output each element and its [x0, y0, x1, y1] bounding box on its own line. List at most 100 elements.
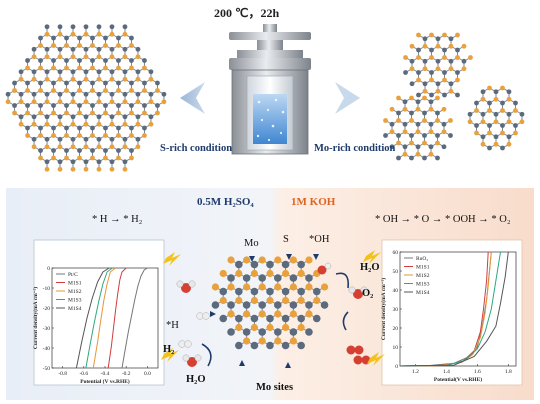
mo-atom [83, 69, 89, 75]
mo-atom [135, 91, 141, 97]
s-atom [103, 65, 108, 71]
s-atom [64, 110, 69, 116]
y-tick-label: -50 [43, 366, 51, 372]
s-atom [64, 155, 69, 161]
s-atom [31, 121, 37, 127]
s-atom [83, 54, 89, 60]
s-atom [90, 43, 95, 48]
mo-atom [38, 103, 43, 108]
mo-atom [480, 111, 486, 117]
s-atom [38, 88, 43, 93]
mo-atom [25, 103, 30, 108]
mo-atom [320, 301, 329, 309]
mo-atom [506, 111, 512, 117]
mo-atom [428, 144, 434, 150]
s-atom [305, 256, 313, 264]
mo-atom [103, 125, 108, 131]
hydrogen-atom [202, 312, 210, 320]
s-atom [487, 108, 492, 113]
s-atom [258, 310, 266, 318]
s-atom [266, 323, 274, 332]
s-atom [31, 54, 37, 60]
legend-label: M1S2 [416, 273, 430, 279]
s-atom [480, 141, 486, 147]
mo-atom [422, 36, 428, 42]
mo-atom [31, 46, 37, 52]
mo-atom [90, 125, 95, 131]
s-atom [441, 129, 447, 135]
mo-atom [235, 314, 243, 323]
mo-atom [416, 92, 421, 98]
mo-atom [70, 46, 76, 52]
s-atom [389, 106, 395, 112]
mo-atom [281, 314, 290, 323]
s-atom [109, 121, 115, 127]
mo-atom [305, 301, 313, 309]
mo-atom [258, 328, 267, 336]
mo-atom [116, 148, 121, 153]
s-atom [274, 283, 282, 291]
mo-atom [38, 148, 43, 153]
s-atom [51, 155, 56, 161]
legend-label: M1S3 [68, 298, 82, 304]
s-atom [122, 76, 128, 82]
s-atom [109, 76, 115, 82]
s-atom [103, 43, 108, 48]
y-tick-label: 0 [47, 266, 50, 272]
s-atom [266, 269, 274, 278]
mo-atom [135, 46, 141, 52]
mo-atom [227, 328, 235, 336]
oxygen-atom [353, 289, 363, 299]
legend-label: M1S4 [416, 290, 430, 296]
mo-atom [305, 274, 313, 282]
s-atom [142, 65, 147, 71]
mo-atom [235, 287, 243, 296]
mo-atom [109, 136, 115, 142]
s-atom [44, 54, 50, 60]
mo-atom [506, 134, 512, 140]
s-atom [383, 118, 388, 123]
s-atom [31, 99, 37, 105]
mo-atom [122, 114, 128, 120]
mo-atom [96, 91, 102, 97]
mo-atom [135, 114, 141, 120]
mo-atom [57, 46, 63, 52]
mo-atom [90, 103, 95, 108]
s-atom [402, 129, 408, 135]
mo-atom [57, 159, 63, 165]
mo-atom [44, 91, 50, 97]
mo-atom [461, 58, 467, 64]
mo-atom [266, 314, 274, 323]
s-atom [57, 76, 63, 82]
mo-atom [442, 47, 447, 53]
mo-atom [57, 136, 63, 142]
s-atom [12, 110, 17, 116]
mo-atom [31, 114, 37, 120]
mo-atom [493, 111, 499, 117]
reaction-curved-arrow-icon [201, 343, 212, 367]
mo-atom [96, 114, 102, 120]
s-atom [90, 88, 95, 93]
s-atom [416, 32, 421, 38]
mo-atom [90, 80, 95, 86]
mo-atom [96, 46, 102, 52]
mo-atom [442, 70, 447, 75]
s-atom [435, 95, 440, 101]
s-atom [409, 95, 414, 101]
oxygen-atom [317, 265, 327, 275]
mo-atom [51, 103, 56, 108]
s-atom [250, 296, 259, 305]
s-atom [116, 155, 121, 161]
s-atom [135, 144, 141, 150]
s-atom [77, 43, 82, 48]
s-atom [274, 310, 282, 318]
mo-atom [409, 155, 414, 161]
s-atom [57, 144, 63, 150]
s-atom [289, 283, 297, 291]
mo-atom [281, 260, 290, 269]
mo-atom [64, 125, 69, 131]
s-atom [77, 110, 82, 116]
mo-atom [242, 328, 251, 336]
s-atom [409, 118, 414, 123]
mo-atom [116, 80, 121, 86]
